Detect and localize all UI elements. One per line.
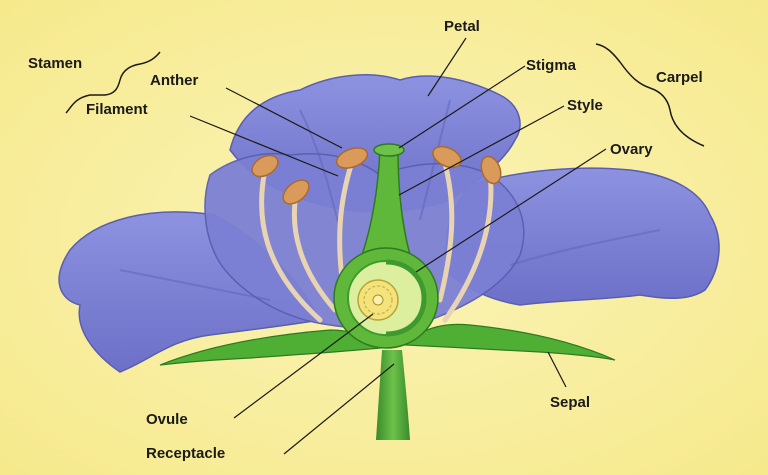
label-stigma: Stigma: [526, 57, 577, 74]
leader-ovule: [233, 313, 374, 419]
label-receptacle: Receptacle: [146, 445, 226, 462]
leader-ovary: [415, 148, 607, 273]
carpel-bracket: [595, 43, 705, 147]
filament-2: [291, 192, 338, 313]
filament-5: [442, 169, 494, 323]
filament-4: [437, 157, 455, 303]
anther-2: [282, 179, 310, 205]
leader-petal: [427, 37, 467, 97]
label-anther: Anther: [150, 72, 199, 89]
leader-style: [398, 105, 565, 196]
stamen-bracket: [65, 51, 161, 114]
label-stamen: Stamen: [28, 55, 83, 72]
anther-3: [251, 154, 279, 178]
leader-sepal: [547, 351, 567, 388]
leader-receptacle: [283, 363, 395, 455]
anther-4: [432, 145, 462, 169]
leader-stigma: [398, 65, 526, 149]
anthers: [251, 145, 502, 205]
leader-lines: [189, 37, 607, 455]
leader-anther: [225, 87, 343, 149]
label-ovary: Ovary: [610, 141, 653, 158]
anther-1: [335, 147, 369, 169]
leader-filament: [189, 115, 339, 177]
label-filament: Filament: [86, 101, 148, 118]
anther-5: [480, 155, 502, 185]
filaments: [259, 157, 494, 323]
label-petal: Petal: [444, 18, 480, 35]
filament-3: [259, 167, 323, 323]
label-ovule: Ovule: [146, 411, 188, 428]
label-sepal: Sepal: [550, 394, 591, 411]
label-style: Style: [567, 97, 603, 114]
label-carpel: Carpel: [656, 69, 703, 86]
stigma: [373, 143, 405, 157]
